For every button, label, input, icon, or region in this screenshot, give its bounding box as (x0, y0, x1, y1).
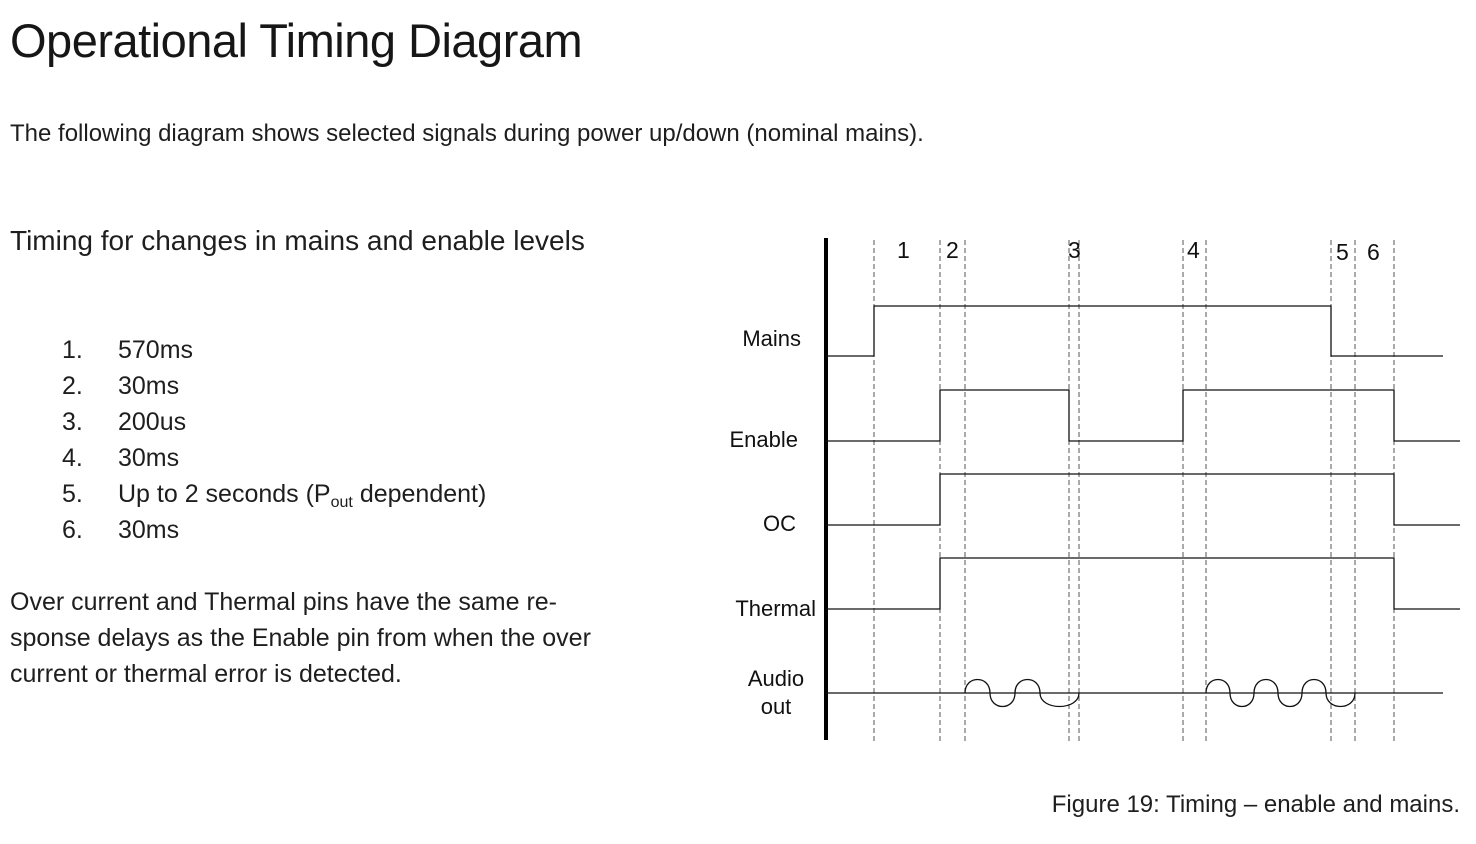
section-heading: Timing for changes in mains and enable l… (10, 225, 585, 256)
list-item: 5.Up to 2 seconds (Pout dependent) (62, 480, 487, 511)
marker-1: 1 (897, 237, 910, 263)
marker-2: 2 (946, 237, 959, 263)
waveform-oc (826, 473, 1460, 526)
signal-label-thermal: Thermal (735, 596, 816, 621)
intro-paragraph: The following diagram shows selected sig… (10, 120, 924, 147)
marker-5: 5 (1336, 239, 1349, 265)
list-item: 4.30ms (62, 444, 180, 472)
waveform-enable (826, 389, 1460, 442)
page-title: Operational Timing Diagram (10, 14, 583, 67)
subscript-out: out (330, 494, 353, 511)
signal-label-audio: Audio (748, 666, 804, 691)
waveform-mains (826, 305, 1443, 357)
waveform-audio-burst-2 (1205, 678, 1356, 708)
waveform-audio-burst-1 (964, 678, 1080, 708)
markers: 1 2 3 4 5 6 (897, 237, 1380, 265)
signal-label-oc: OC (763, 511, 796, 536)
timing-list: 1.570ms 2.30ms 3.200us 4.30ms 5.Up to 2 … (62, 332, 486, 548)
waveforms (826, 305, 1460, 708)
marker-4: 4 (1187, 237, 1200, 263)
note-paragraph: Over current and Thermal pins have the s… (10, 588, 591, 688)
marker-3: 3 (1068, 237, 1081, 263)
list-item: 2.30ms (62, 372, 180, 400)
list-item: 1.570ms (62, 336, 194, 364)
signal-label-enable: Enable (729, 427, 798, 452)
list-item: 3.200us (62, 408, 187, 436)
list-item: 6.30ms (62, 516, 180, 544)
signal-label-audio-out: out (761, 694, 792, 719)
figure-caption: Figure 19: Timing – enable and mains. (1051, 791, 1460, 818)
marker-6: 6 (1367, 239, 1380, 265)
guide-lines (873, 240, 1395, 744)
signal-labels: Mains Enable OC Thermal Audio out (729, 326, 816, 719)
waveform-thermal (826, 557, 1460, 610)
signal-label-mains: Mains (742, 326, 801, 351)
